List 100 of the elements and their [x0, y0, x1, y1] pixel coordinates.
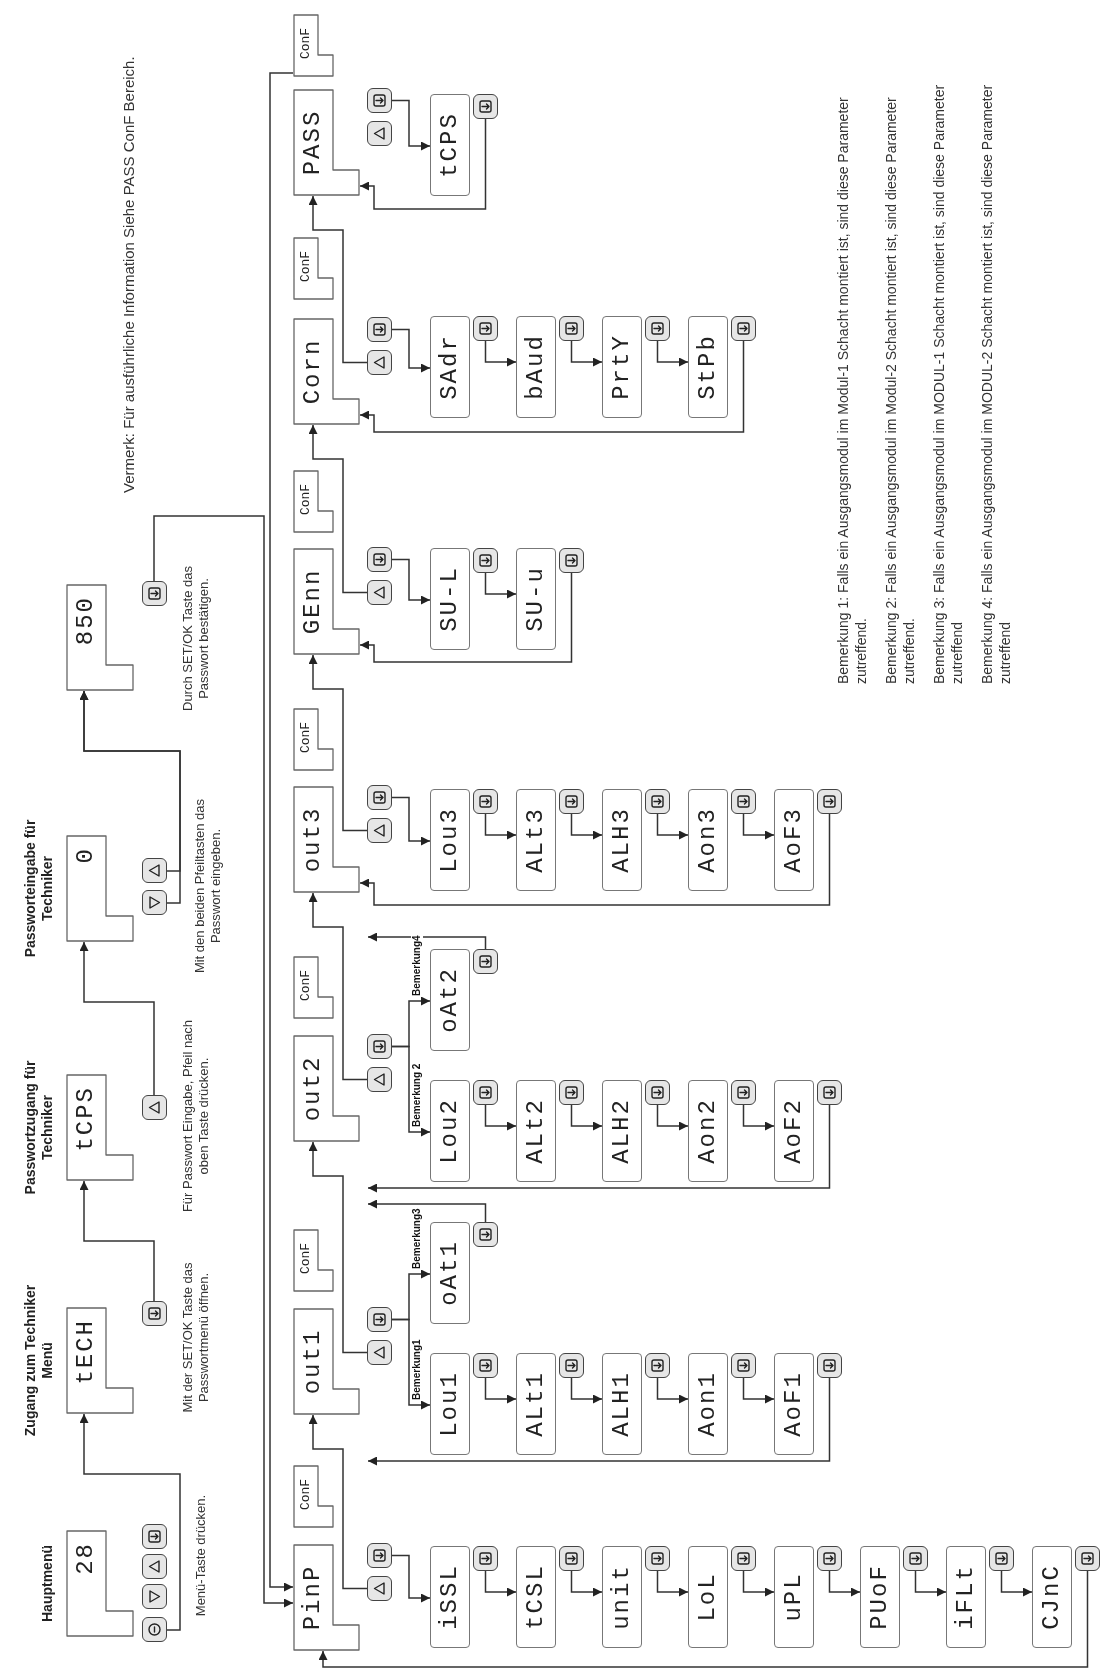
set-button [817, 1080, 842, 1105]
arrow [79, 941, 155, 1097]
arrow [914, 1570, 947, 1597]
lcd-display [516, 789, 556, 891]
lcd-display [516, 1546, 556, 1648]
lcd-display [430, 548, 470, 650]
lcd-display [430, 1080, 470, 1182]
set-button [731, 1353, 756, 1378]
display-text: ConF [299, 483, 312, 516]
set-button [367, 1034, 392, 1059]
lcd-display [430, 1353, 470, 1455]
up-button [367, 350, 392, 375]
arrow [391, 1554, 431, 1603]
lcd-display [602, 316, 642, 418]
set-button [1075, 1546, 1100, 1571]
set-button [473, 1080, 498, 1105]
display-text: ALt3 [524, 807, 548, 873]
lcd-display [293, 318, 360, 425]
lcd-display [602, 1353, 642, 1455]
arrow [391, 796, 431, 846]
display-text: bAud [524, 334, 548, 400]
lcd-display [293, 548, 360, 655]
set-button [141, 1301, 167, 1327]
set-button [559, 316, 584, 341]
up-button [367, 1340, 392, 1365]
set-button [473, 94, 498, 119]
lcd-display [602, 1080, 642, 1182]
lcd-display [688, 1353, 728, 1455]
lcd-display [516, 1353, 556, 1455]
arrow [484, 1104, 517, 1131]
lcd-display [602, 1546, 642, 1648]
instruction-note: Mit der SET/OK Taste das Passwortmenü öffnen. [180, 1261, 213, 1415]
lcd-display [430, 1222, 470, 1324]
display-text: CJnC [1040, 1564, 1064, 1630]
set-button [989, 1546, 1014, 1571]
display-text: 0 [74, 847, 98, 864]
set-button [559, 1353, 584, 1378]
set-button [645, 1353, 670, 1378]
lcd-display [293, 89, 360, 196]
arrow [570, 1377, 603, 1404]
set-button [645, 789, 670, 814]
lcd-display [430, 94, 470, 196]
down-button [141, 1584, 167, 1610]
arrow [484, 1570, 517, 1597]
set-button [367, 785, 392, 810]
lcd-display [516, 548, 556, 650]
arrow [570, 1104, 603, 1131]
set-button [645, 1546, 670, 1571]
set-button [559, 1080, 584, 1105]
lcd-display [66, 584, 134, 691]
up-button [141, 858, 167, 884]
display-text: out1 [301, 1328, 325, 1395]
set-button [903, 1546, 928, 1571]
up-button [141, 1095, 167, 1121]
display-text: Lou3 [438, 807, 462, 873]
display-text: tCSL [524, 1564, 548, 1630]
lcd-display [1032, 1546, 1072, 1648]
display-text: oAt1 [438, 1240, 462, 1306]
arrow [269, 72, 294, 1592]
lcd-display [293, 470, 334, 533]
display-text: Lou1 [438, 1371, 462, 1437]
display-text: ConF [299, 1478, 312, 1511]
lcd-display [293, 1229, 334, 1292]
arrow [367, 1104, 831, 1193]
set-button [731, 316, 756, 341]
display-text: oAt2 [438, 967, 462, 1033]
set-button [559, 789, 584, 814]
lcd-display [688, 1546, 728, 1648]
lcd-display [946, 1546, 986, 1648]
arrow [308, 1414, 368, 1590]
arrow [484, 1377, 517, 1404]
set-button [817, 1546, 842, 1571]
lcd-display [293, 1308, 360, 1415]
menu-button [141, 1617, 167, 1643]
lcd-display [774, 1353, 814, 1455]
set-button [817, 1353, 842, 1378]
lcd-display [293, 956, 334, 1019]
arrow [656, 340, 689, 367]
lcd-display [430, 1546, 470, 1648]
display-text: unit [610, 1564, 634, 1630]
arrow [570, 813, 603, 840]
set-button [731, 1080, 756, 1105]
up-button [367, 580, 392, 605]
display-text: tCPS [74, 1086, 98, 1152]
display-text: ALH1 [610, 1371, 634, 1437]
arrow [308, 424, 368, 594]
set-button [473, 1546, 498, 1571]
lcd-display [688, 316, 728, 418]
set-button [559, 1546, 584, 1571]
lcd-display [774, 1546, 814, 1648]
display-text: PUoF [868, 1564, 892, 1630]
arrow [484, 813, 517, 840]
arrow [391, 558, 431, 605]
arrow [742, 1377, 775, 1404]
arrow [359, 118, 487, 210]
footnote: Bemerkung 2: Falls ein Ausgangsmodul im Modul-2 Schacht montiert ist, sind diese Parameter zutreffend. [882, 96, 918, 684]
display-text: SAdr [438, 334, 462, 400]
footnote: Bemerkung 1: Falls ein Ausgangsmodul im Modul-1 Schacht montiert ist, sind diese Parameter zutreffend. [834, 96, 870, 684]
up-button [367, 121, 392, 146]
lcd-display [293, 1465, 334, 1528]
